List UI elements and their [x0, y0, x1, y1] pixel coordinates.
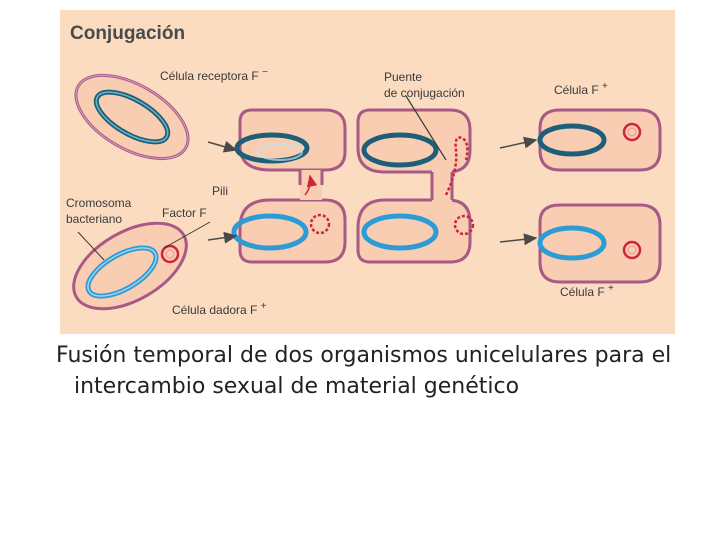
- caption-text: Fusión temporal de dos organismos unicel…: [56, 343, 672, 399]
- donor-plasmid: [160, 244, 180, 264]
- donor-chromosome: [85, 245, 159, 299]
- arrow-receptor-to-pair: [207, 140, 238, 153]
- result-cell-top: [537, 108, 662, 172]
- label-bridge-line2: de conjugación: [384, 86, 465, 100]
- arrow-to-result-bottom: [499, 233, 538, 246]
- factor-f-pointer: [163, 221, 211, 249]
- figure-title: Conjugación: [70, 23, 186, 44]
- label-chromosome-line2: bacteriano: [66, 212, 123, 226]
- conjugation-pair-2: [356, 95, 475, 264]
- receptor-cell: [74, 73, 190, 161]
- conjugation-figure: Conjugación Célula receptora F − Puente …: [60, 10, 675, 334]
- arrow-to-result-top: [499, 136, 538, 149]
- conjugation-diagram: [72, 73, 662, 311]
- receptor-chromosome: [93, 89, 171, 145]
- bridge-pointer: [405, 95, 447, 161]
- label-result-top: Célula F +: [554, 81, 608, 97]
- label-result-bottom: Célula F +: [560, 283, 614, 299]
- conjugation-pair-1: [231, 108, 347, 264]
- label-receptor-cell: Célula receptora F −: [160, 67, 268, 83]
- label-bridge-line1: Puente: [384, 70, 423, 84]
- label-donor-cell: Célula dadora F +: [172, 301, 267, 317]
- arrow-donor-to-pair: [207, 231, 238, 244]
- label-chromosome-line1: Cromosoma: [66, 196, 132, 210]
- label-factor-f: Factor F: [162, 206, 207, 220]
- label-pili: Pili: [212, 184, 229, 198]
- donor-cell: [72, 221, 188, 311]
- chromosome-pointer: [77, 231, 105, 261]
- result-cell-bottom: [537, 203, 662, 284]
